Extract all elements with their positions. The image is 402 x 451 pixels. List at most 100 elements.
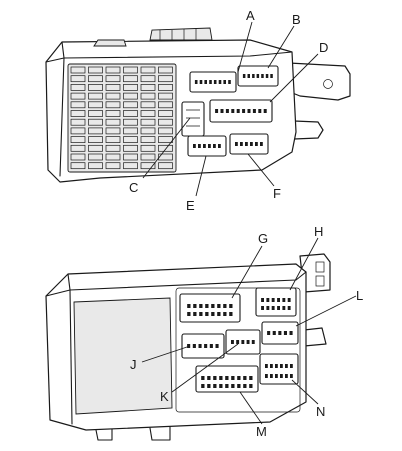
fuse-slot	[105, 66, 121, 74]
fuse-slot	[70, 118, 86, 126]
leader-c	[142, 117, 191, 179]
connector-pin	[207, 376, 211, 380]
fuse-slot	[88, 101, 103, 109]
connector-pin	[236, 340, 240, 344]
connector-l	[261, 321, 299, 345]
connector-pin	[287, 298, 291, 302]
connector-pin	[263, 109, 267, 113]
fuse-slot	[123, 66, 138, 74]
fuse-slot	[70, 75, 86, 83]
fuse-slot	[70, 92, 86, 100]
connector-pin	[249, 384, 253, 388]
fuse-slot	[88, 110, 103, 117]
connector-pin	[219, 384, 223, 388]
fuse-slot	[140, 127, 156, 135]
connector-pin	[285, 364, 288, 368]
fuse-slot	[158, 118, 173, 126]
connector-pin	[203, 144, 206, 148]
leader-l	[295, 295, 357, 327]
fuse-slot	[140, 101, 156, 109]
fuse-slot	[123, 75, 138, 83]
fuse-slot	[140, 136, 156, 143]
fuse-slot	[158, 162, 173, 170]
fuse-slot	[123, 144, 138, 152]
leader-h	[289, 237, 319, 291]
fuse-slot	[105, 84, 121, 91]
connector-pin	[270, 364, 273, 368]
fuse-slot	[140, 75, 156, 83]
fuse-slot	[123, 118, 138, 126]
connector-pin	[255, 142, 258, 146]
connector-pin	[285, 374, 288, 378]
leader-k	[171, 343, 239, 393]
fuse-slot	[88, 144, 103, 152]
fuse-slot	[158, 153, 173, 161]
fuse-slot	[158, 66, 173, 74]
connector-e	[187, 135, 227, 157]
connector-pin	[250, 142, 253, 146]
connector-n	[259, 353, 299, 385]
connector-pin	[192, 344, 196, 348]
connector-pin	[277, 306, 280, 310]
label-h: H	[314, 224, 323, 239]
connector-pin	[237, 376, 241, 380]
upper-junction-box	[45, 27, 351, 183]
fuse-slot	[70, 136, 86, 143]
label-k: K	[160, 389, 169, 404]
connector-pin	[247, 109, 251, 113]
fuse-slot	[158, 127, 173, 135]
connector-pin	[261, 306, 264, 310]
connector-pin	[290, 374, 293, 378]
connector-pin	[278, 331, 282, 335]
connector-pin	[243, 384, 247, 388]
connector-pin	[223, 304, 227, 308]
leader-d	[269, 53, 319, 103]
fuse-slot	[158, 101, 173, 109]
leader-m	[239, 391, 263, 425]
fuse-slot	[123, 153, 138, 161]
fuse-slot	[140, 118, 156, 126]
connector-pin	[266, 298, 270, 302]
connector-pin	[207, 384, 211, 388]
fuse-slot	[105, 92, 121, 100]
connector-pin	[243, 376, 247, 380]
connector-pin	[275, 364, 278, 368]
connector-pin	[265, 374, 268, 378]
connector-pin	[277, 298, 280, 302]
connector-pin	[223, 80, 226, 84]
connector-pin	[187, 312, 191, 316]
fuse-slot	[158, 92, 173, 100]
connector-pin	[198, 344, 202, 348]
fuse-slot	[88, 84, 103, 91]
connector-pin	[245, 142, 248, 146]
fuse-slot	[123, 162, 138, 170]
fuse-slot	[88, 127, 103, 135]
connector-pin	[220, 109, 224, 113]
leader-g	[231, 245, 263, 299]
connector-pin	[241, 340, 245, 344]
connector-pin	[211, 304, 215, 308]
label-d: D	[319, 40, 328, 55]
fuse-slot	[88, 66, 103, 74]
fuse-slot	[123, 127, 138, 135]
connector-pin	[266, 306, 270, 310]
leader-e	[195, 155, 207, 197]
connector-pin	[225, 384, 229, 388]
top-latch	[149, 27, 213, 41]
fuse-slot	[123, 136, 138, 143]
label-l: L	[356, 288, 363, 303]
leader-b	[267, 25, 295, 69]
connector-pin	[235, 142, 238, 146]
label-a: A	[246, 8, 255, 23]
fuse-slot	[70, 162, 86, 170]
fuse-slot	[70, 127, 86, 135]
label-b: B	[292, 12, 301, 27]
fuse-slot	[70, 153, 86, 161]
label-n: N	[316, 404, 325, 419]
label-c: C	[129, 180, 138, 195]
connector-pin	[247, 74, 250, 78]
fuse-slot	[105, 110, 121, 117]
label-f: F	[273, 186, 281, 201]
connector-pin	[258, 109, 262, 113]
connector-pin	[240, 142, 243, 146]
